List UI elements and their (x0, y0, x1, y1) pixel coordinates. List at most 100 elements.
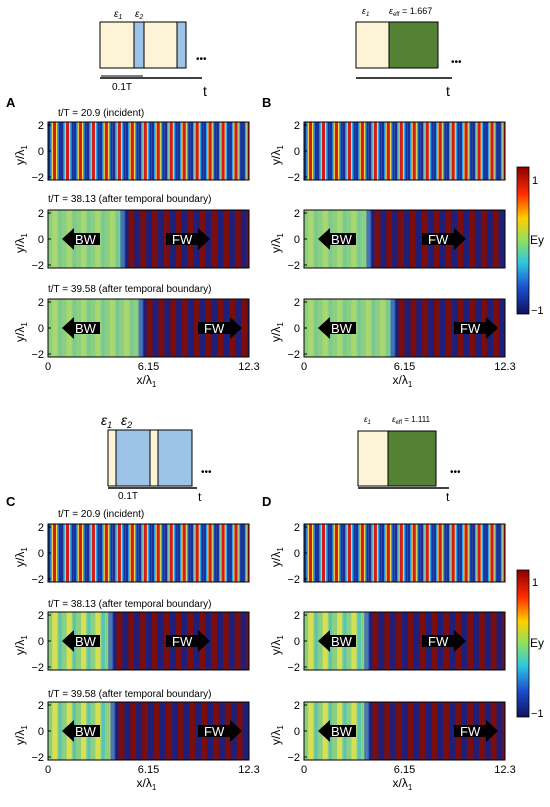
y-tick-label: −2 (287, 349, 300, 361)
y-tick-label: −2 (287, 574, 300, 586)
eps1-block (357, 430, 389, 487)
y-tick-label: −2 (287, 260, 300, 272)
bw-label: BW (75, 232, 97, 247)
wave-band (347, 524, 351, 582)
y-tick-label: −2 (287, 752, 300, 764)
eps1-label: ε1 (362, 6, 369, 18)
y-tick-label: 0 (38, 548, 44, 560)
fw-stripe (130, 702, 137, 760)
y-tick-label: −2 (31, 752, 44, 764)
fw-stripe (398, 210, 405, 268)
wave-band (65, 524, 70, 582)
bw-stripe (308, 299, 314, 357)
panel-letter-b: B (262, 95, 271, 110)
x-tick-label: 12.3 (494, 764, 515, 776)
bw-stripe (357, 702, 361, 760)
wave-band (91, 122, 95, 180)
fw-stripe (386, 210, 393, 268)
fw-stripe (384, 702, 391, 760)
eff-block (387, 430, 437, 487)
wave-band (65, 122, 70, 180)
wave-band (308, 122, 313, 180)
fw-stripe (253, 299, 259, 357)
fw-label: FW (428, 232, 449, 247)
wave-band (169, 122, 173, 180)
bw-stripe (314, 210, 318, 268)
x-tick-label: 0 (45, 764, 51, 776)
wave-band (464, 122, 468, 180)
fw-stripe (177, 702, 184, 760)
panel-letter-d: D (262, 494, 271, 509)
bw-label: BW (331, 724, 353, 739)
fw-stripe (260, 702, 266, 760)
y-tick-label: −2 (31, 662, 44, 674)
wave-band (52, 524, 57, 582)
fw-label: FW (428, 634, 449, 649)
fw-stripe (211, 612, 217, 670)
x-axis-label: x/λ1 (393, 776, 413, 792)
fw-stripe (170, 299, 177, 357)
forward-arrow (198, 317, 242, 339)
fw-stripe (140, 612, 147, 670)
wave-band (195, 524, 199, 582)
fw-label: FW (172, 634, 193, 649)
continuation-dots: ••• (451, 57, 462, 68)
bw-stripe (357, 299, 361, 357)
y-axis-label: y/λ1 (13, 322, 29, 342)
forward-arrow (454, 720, 498, 742)
wave-band (347, 122, 351, 180)
fw-label: FW (172, 232, 193, 247)
bw-stripe (52, 299, 58, 357)
colorbar-label: Ey (530, 233, 544, 247)
colorbar-tick: −1 (531, 305, 544, 317)
wave-band (373, 122, 377, 180)
bw-stripe (101, 702, 105, 760)
wave-band (360, 122, 364, 180)
wave-band (208, 524, 212, 582)
backward-arrow (318, 630, 356, 652)
colorbar-gradient (516, 569, 530, 718)
fw-stripe (118, 702, 125, 760)
eps2-block (115, 429, 151, 487)
wave-band (399, 122, 403, 180)
fw-label: FW (204, 724, 225, 739)
y-tick-label: 0 (294, 548, 300, 560)
fw-stripe (128, 612, 135, 670)
time-axis-label: t (446, 490, 450, 504)
panel-letter-a: A (6, 95, 16, 110)
fw-stripe (434, 299, 440, 357)
fw-stripe (223, 210, 230, 268)
bw-stripe (101, 210, 105, 268)
eps2-label: ε2 (121, 412, 132, 430)
continuation-dots: ••• (196, 54, 207, 65)
boundary-edge (390, 299, 396, 357)
snapshot-caption: t/T = 38.13 (after temporal boundary) (48, 194, 212, 205)
eff-block (388, 21, 439, 69)
fw-stripe (234, 612, 241, 670)
wave-band (386, 122, 390, 180)
y-tick-label: 2 (38, 610, 44, 622)
bw-stripe (365, 299, 371, 357)
fw-stripe (246, 210, 249, 268)
fw-label: FW (460, 724, 481, 739)
bw-stripe (109, 299, 115, 357)
eps2-label: ε2 (135, 9, 143, 21)
eff-label: εeff = 1.111 (392, 415, 431, 426)
fw-stripe (372, 612, 379, 670)
y-axis-label: y/λ1 (269, 547, 285, 567)
bw-stripe (314, 612, 318, 670)
backward-arrow (62, 720, 100, 742)
forward-arrow (198, 720, 242, 742)
x-tick-label: 12.3 (238, 361, 259, 373)
backward-arrow (318, 720, 356, 742)
boundary-edge (138, 299, 144, 357)
wave-band (477, 122, 481, 180)
forward-arrow (422, 228, 466, 250)
fw-stripe (151, 612, 158, 670)
wave-band (308, 524, 313, 582)
schematic-a: ε1 ε2 0.1T t ••• (99, 9, 207, 99)
fw-stripe (211, 210, 218, 268)
